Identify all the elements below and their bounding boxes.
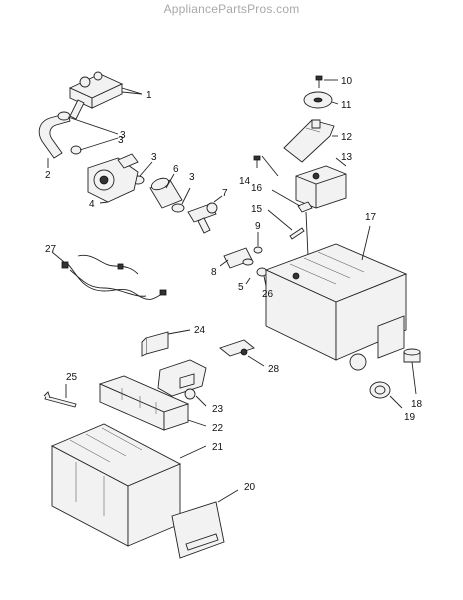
callout-4: 4 — [89, 199, 95, 210]
callout-19: 19 — [404, 412, 416, 423]
part-25-rod[interactable] — [43, 391, 77, 408]
part-19-ring[interactable] — [369, 381, 391, 399]
callout-5: 5 — [238, 282, 244, 293]
callout-3c: 3 — [189, 172, 195, 183]
callout-15: 15 — [251, 204, 263, 215]
part-1-water-valve[interactable] — [68, 71, 124, 120]
callout-25: 25 — [66, 372, 78, 383]
part-10-screw[interactable] — [315, 75, 323, 88]
part-11-cap[interactable] — [303, 91, 333, 109]
callout-27: 27 — [45, 244, 57, 255]
callout-23: 23 — [212, 404, 224, 415]
part-26-washer[interactable] — [256, 267, 268, 277]
callout-20: 20 — [244, 482, 256, 493]
part-8-tube[interactable] — [223, 247, 254, 269]
part-13-motor[interactable] — [295, 165, 347, 209]
part-27-wire-harness[interactable] — [61, 254, 167, 300]
callout-13: 13 — [341, 152, 353, 163]
callout-11: 11 — [341, 100, 352, 111]
callout-24: 24 — [194, 325, 206, 336]
callout-1: 1 — [146, 90, 152, 101]
part-9-fitting[interactable] — [253, 246, 263, 254]
part-23-paddle[interactable] — [157, 359, 207, 400]
part-16-shaft[interactable] — [297, 201, 313, 257]
callout-12: 12 — [341, 132, 353, 143]
callout-18: 18 — [411, 399, 423, 410]
callout-2: 2 — [45, 170, 51, 181]
part-2-hose[interactable] — [38, 112, 71, 159]
part-7-bent-tube[interactable] — [187, 202, 218, 234]
callout-3b: 3 — [151, 152, 157, 163]
part-17-dispenser-housing[interactable] — [264, 243, 408, 371]
callout-22: 22 — [212, 423, 224, 434]
callout-28: 28 — [268, 364, 280, 375]
callout-21: 21 — [212, 442, 224, 453]
part-14-screw[interactable] — [253, 155, 261, 168]
part-12-gear-plate[interactable] — [283, 119, 335, 163]
part-4-housing[interactable] — [87, 153, 139, 203]
callout-3d: 3 — [118, 135, 124, 146]
part-24-bracket[interactable] — [141, 331, 169, 357]
part-21-housing[interactable] — [50, 423, 182, 547]
site-watermark: AppliancePartsPros.com — [163, 2, 300, 16]
part-22-tray[interactable] — [98, 375, 190, 431]
part-6-tube[interactable] — [149, 176, 183, 209]
callout-26: 26 — [262, 289, 274, 300]
callout-8: 8 — [211, 267, 217, 278]
callout-10: 10 — [341, 76, 353, 87]
part-20-cover-panel[interactable] — [171, 501, 225, 559]
callout-3a: 3 — [120, 130, 126, 141]
callout-16: 16 — [251, 183, 263, 194]
callout-14: 14 — [239, 176, 251, 187]
callout-6: 6 — [173, 164, 179, 175]
callout-7: 7 — [222, 188, 228, 199]
callout-9: 9 — [255, 221, 261, 232]
callout-17: 17 — [365, 212, 377, 223]
part-15-pin[interactable] — [289, 227, 305, 240]
part-28-clip[interactable] — [219, 339, 255, 357]
part-18-bushing[interactable] — [403, 348, 421, 363]
